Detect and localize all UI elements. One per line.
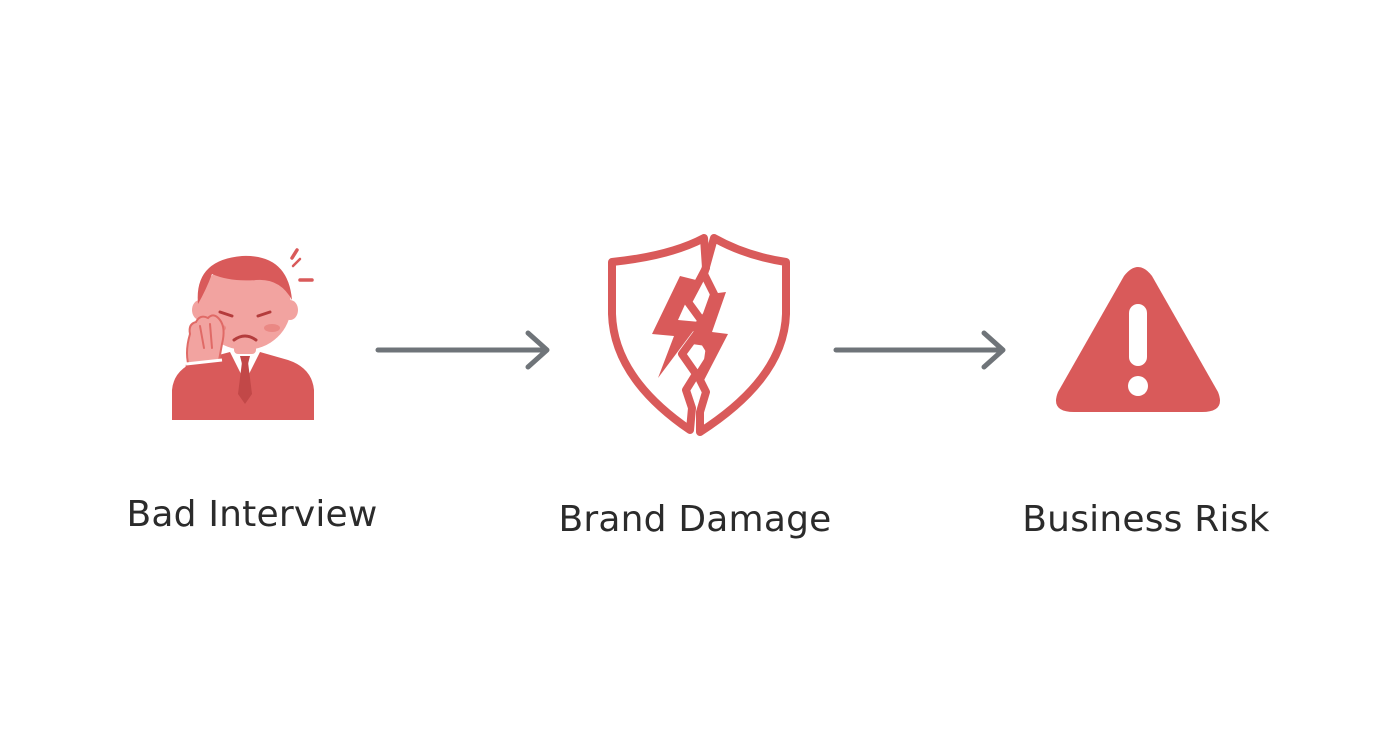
warning-triangle-icon bbox=[1050, 262, 1226, 420]
broken-shield-icon bbox=[600, 228, 796, 438]
arrow-right-icon bbox=[374, 328, 556, 372]
step-label-business-risk: Business Risk bbox=[1022, 499, 1270, 540]
arrow-right-icon bbox=[832, 328, 1012, 372]
step-label-brand-damage: Brand Damage bbox=[558, 499, 832, 540]
step-label-bad-interview: Bad Interview bbox=[126, 494, 378, 535]
stressed-person-icon bbox=[160, 244, 330, 424]
